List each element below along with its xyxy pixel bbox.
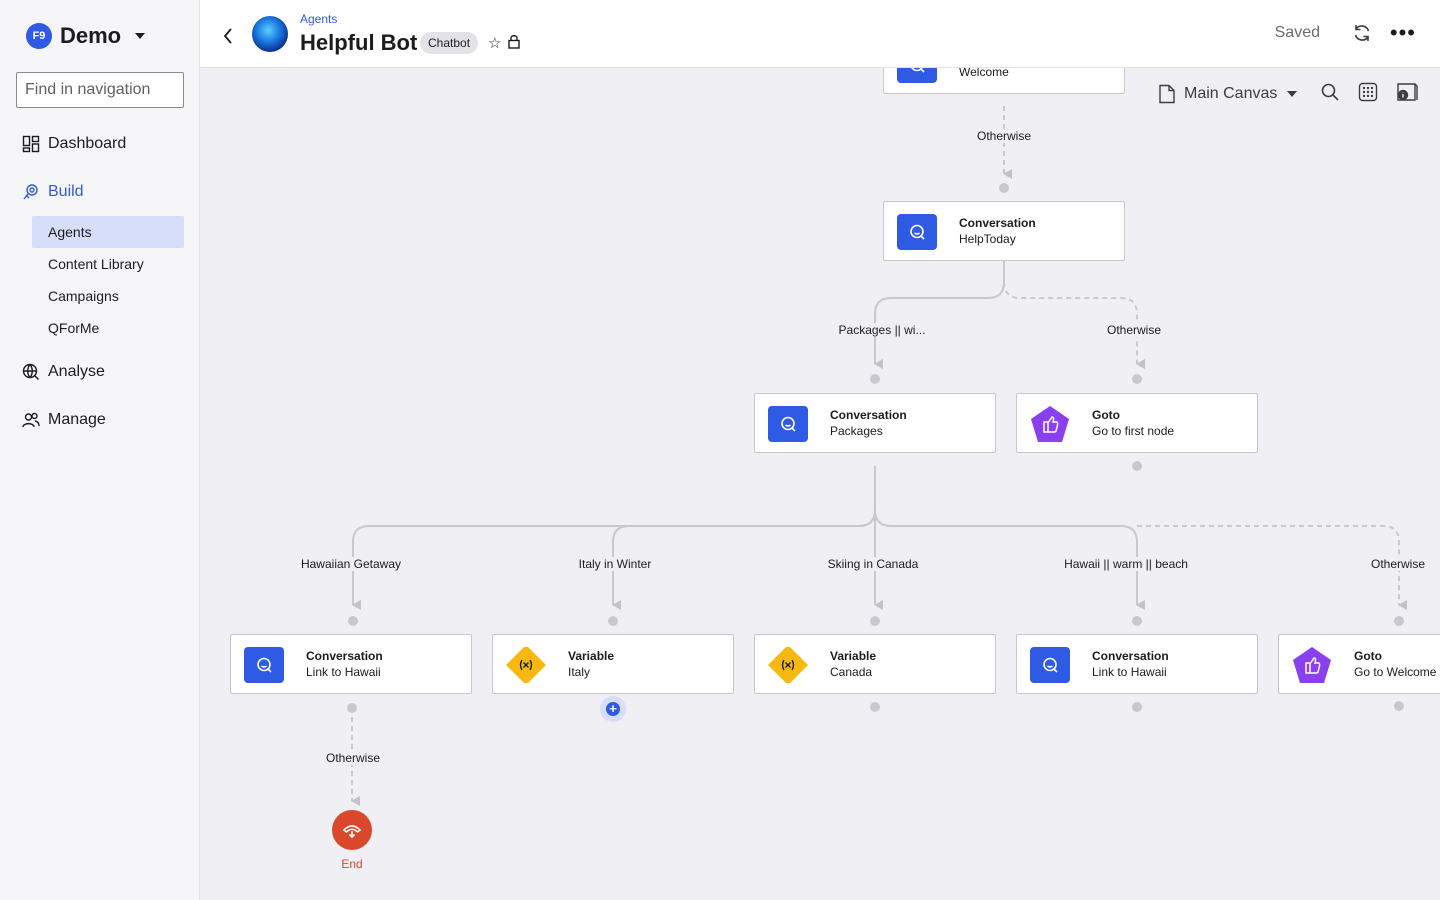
add-node-button[interactable]: +	[600, 696, 626, 722]
flow-node-goto-welcome[interactable]: Goto Go to Welcome	[1278, 634, 1440, 694]
back-button[interactable]	[218, 24, 238, 48]
nav-item-analyse[interactable]: Analyse	[22, 360, 105, 384]
flow-node-packages[interactable]: Conversation Packages	[754, 393, 996, 453]
edge-label: Otherwise	[974, 129, 1034, 143]
node-name: Link to Hawaii	[306, 665, 381, 679]
chevron-left-icon	[223, 28, 232, 44]
edge-label: Skiing in Canada	[825, 557, 921, 571]
top-header: Agents Helpful Bot Chatbot ☆ Saved •••	[200, 0, 1440, 68]
analyse-icon	[22, 363, 40, 381]
nav-subitem-agents[interactable]: Agents	[32, 216, 184, 248]
canvas-selector-label: Main Canvas	[1184, 85, 1278, 102]
caret-down-icon	[1287, 91, 1298, 97]
flow-node-goto-first[interactable]: Goto Go to first node	[1016, 393, 1258, 453]
workspace-switcher[interactable]: F9 Demo	[26, 22, 146, 50]
nav-label-dashboard: Dashboard	[48, 135, 127, 152]
search-icon[interactable]	[1320, 82, 1340, 107]
workspace-logo: F9	[26, 23, 52, 49]
refresh-icon[interactable]	[1352, 23, 1372, 48]
sidebar: F9 Demo Dashboard Build Agents Content L…	[0, 0, 200, 900]
node-name: HelpToday	[959, 232, 1016, 246]
agent-type-badge: Chatbot	[420, 32, 479, 54]
node-name: Packages	[830, 424, 883, 438]
node-name: Canada	[830, 665, 873, 679]
canvas-selector[interactable]: Main Canvas	[1158, 84, 1298, 104]
nav-subitem-content-library[interactable]: Content Library	[48, 256, 144, 272]
variable-icon	[768, 647, 808, 683]
node-name: Welcome	[959, 68, 1009, 79]
goto-icon	[1030, 406, 1070, 442]
node-type: Conversation	[1092, 649, 1169, 663]
nav-item-build[interactable]: Build	[22, 180, 84, 204]
flow-canvas[interactable]: Otherwise Packages || wi... Otherwise Ha…	[200, 68, 1440, 900]
node-type: Conversation	[959, 216, 1036, 230]
flow-node-helptoday[interactable]: Conversation HelpToday	[883, 201, 1125, 261]
node-type: Variable	[830, 649, 877, 663]
nav-label-build: Build	[48, 183, 84, 200]
chat-icon	[897, 214, 937, 250]
lock-icon[interactable]	[508, 34, 520, 54]
workspace-name: Demo	[60, 23, 122, 48]
agent-avatar	[252, 16, 288, 52]
grid-icon[interactable]	[1358, 82, 1378, 107]
node-name: Link to Hawaii	[1092, 665, 1167, 679]
flow-node-link-hawaii[interactable]: Conversation Link to Hawaii	[230, 634, 472, 694]
node-name: Italy	[568, 665, 591, 679]
nav-item-dashboard[interactable]: Dashboard	[22, 132, 126, 156]
edge-label: Otherwise	[323, 751, 383, 765]
build-icon	[22, 183, 40, 201]
star-icon[interactable]: ☆	[488, 35, 502, 52]
chat-icon	[897, 68, 937, 83]
nav-label-manage: Manage	[48, 411, 106, 428]
chat-icon	[768, 406, 808, 442]
canvas-toolbar: Main Canvas	[1158, 82, 1418, 106]
node-type: Conversation	[830, 408, 907, 422]
caret-down-icon	[135, 33, 146, 39]
breadcrumb-agents[interactable]: Agents	[300, 12, 338, 26]
page-title: Helpful Bot	[300, 30, 418, 55]
nav-search-input[interactable]	[16, 72, 184, 108]
info-panel-icon[interactable]	[1395, 82, 1419, 107]
chat-icon	[1030, 647, 1070, 683]
document-icon	[1159, 84, 1175, 104]
end-label: End	[341, 857, 363, 871]
edge-label: Otherwise	[1368, 557, 1428, 571]
node-type: Goto	[1354, 649, 1382, 663]
plus-icon: +	[606, 702, 620, 716]
end-icon	[342, 825, 362, 839]
node-name: Go to Welcome	[1354, 665, 1437, 679]
variable-icon	[506, 647, 546, 683]
edge-label: Hawaii || warm || beach	[1062, 557, 1190, 571]
dashboard-icon	[22, 135, 40, 153]
nav-label-analyse: Analyse	[48, 363, 105, 380]
flow-edges	[347, 106, 1407, 806]
nav-subitem-campaigns[interactable]: Campaigns	[48, 288, 119, 304]
flow-node-italy[interactable]: Variable Italy	[492, 634, 734, 694]
flow-node-canada[interactable]: Variable Canada	[754, 634, 996, 694]
nav-item-manage[interactable]: Manage	[22, 408, 106, 432]
edge-label: Packages || wi...	[836, 323, 928, 337]
edge-label: Otherwise	[1104, 323, 1164, 337]
users-icon	[22, 411, 40, 429]
node-type: Conversation	[306, 649, 383, 663]
goto-icon	[1292, 647, 1332, 683]
more-icon[interactable]: •••	[1389, 20, 1416, 45]
end-node[interactable]	[332, 810, 372, 850]
node-type: Variable	[568, 649, 615, 663]
node-type: Goto	[1092, 408, 1120, 422]
save-status: Saved	[1274, 24, 1320, 41]
node-name: Go to first node	[1092, 424, 1175, 438]
flow-node-link-hawaii-2[interactable]: Conversation Link to Hawaii	[1016, 634, 1258, 694]
nav-subitem-qforme[interactable]: QForMe	[48, 320, 100, 336]
chat-icon	[244, 647, 284, 683]
flow-node-welcome[interactable]: Welcome	[883, 68, 1125, 94]
edge-label: Hawaiian Getaway	[298, 557, 404, 571]
edge-label: Italy in Winter	[576, 557, 654, 571]
